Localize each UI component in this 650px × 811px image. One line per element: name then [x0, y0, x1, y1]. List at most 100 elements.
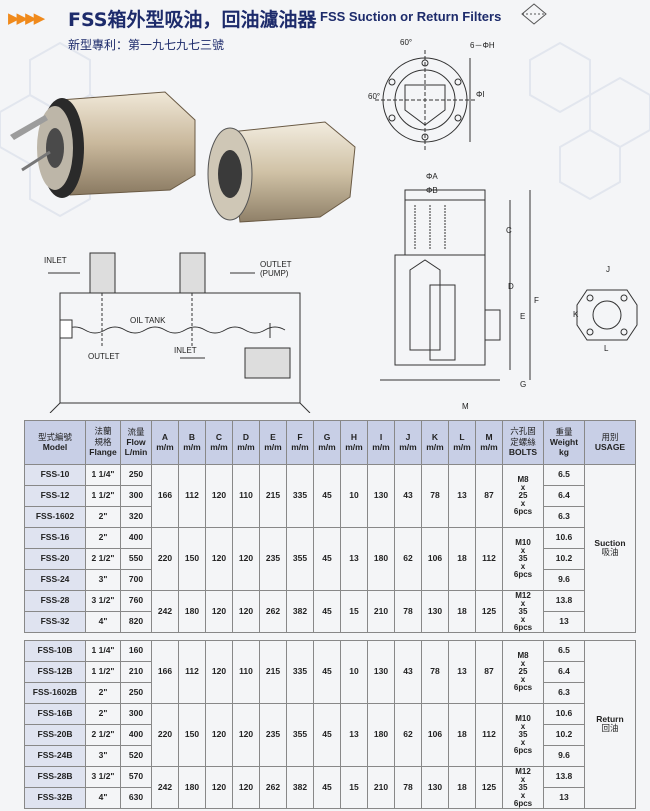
cell-model: FSS-1602 — [24, 506, 86, 528]
cell-dim-k: 106 — [421, 527, 449, 591]
bolt-spec-line: M10 — [515, 538, 531, 547]
cell-dim-a: 242 — [151, 766, 179, 809]
bolt-spec-line: 25 — [518, 491, 528, 500]
bolt-spec-line: x — [520, 738, 526, 747]
cell-dim-k: 78 — [421, 640, 449, 704]
cell-dim-j: 78 — [394, 590, 422, 633]
bolt-spec-line: 35 — [518, 606, 528, 616]
cell-dim-a: 242 — [151, 590, 179, 633]
filter-symbol-icon — [521, 3, 547, 25]
cell-dim-e: 235 — [259, 703, 287, 767]
bolt-spec-line: 6pcs — [513, 622, 533, 632]
cell-dim-a: 166 — [151, 640, 179, 704]
cell-flow: 700 — [120, 569, 152, 591]
cell-flow: 630 — [120, 787, 152, 809]
bolt-spec-line: x — [520, 499, 526, 508]
cell-dim-i: 180 — [367, 703, 395, 767]
cell-dim-h: 13 — [340, 527, 368, 591]
cell-flow: 520 — [120, 745, 152, 767]
bolt-spec-line: M8 — [517, 475, 529, 484]
cell-weight: 13.8 — [543, 766, 585, 788]
cell-flow: 250 — [120, 464, 152, 486]
cell-flow: 400 — [120, 527, 152, 549]
product-photo-filter-small — [207, 121, 356, 223]
cell-flow: 320 — [120, 506, 152, 528]
cell-dim-l: 18 — [448, 703, 476, 767]
cell-dim-a: 220 — [151, 703, 179, 767]
cell-dim-a: 166 — [151, 464, 179, 528]
dim-label-f: F — [534, 296, 539, 305]
dim-label-g: G — [520, 380, 527, 389]
dim-label-j: J — [606, 265, 610, 274]
cell-flow: 160 — [120, 640, 152, 662]
cell-flange: 2 1/2" — [85, 548, 121, 570]
patent-number: 新型專利：第一九七九七三號 — [68, 38, 225, 52]
cell-dim-i: 210 — [367, 766, 395, 809]
cell-dim-k: 130 — [421, 766, 449, 809]
cell-dim-j: 62 — [394, 703, 422, 767]
cell-dim-f: 335 — [286, 640, 314, 704]
cell-dim-h: 15 — [340, 766, 368, 809]
cell-model: FSS-16 — [24, 527, 86, 549]
cell-dim-e: 215 — [259, 464, 287, 528]
cell-model: FSS-20 — [24, 548, 86, 570]
flange-end-view-drawing — [576, 289, 638, 341]
section-view-drawing — [380, 189, 531, 381]
cell-dim-g: 45 — [313, 464, 341, 528]
dim-label-d: D — [508, 282, 514, 291]
label-outlet: OUTLET — [88, 352, 120, 361]
cell-flow: 300 — [120, 485, 152, 507]
cell-weight: 6.5 — [543, 464, 585, 486]
cell-dim-l: 13 — [448, 640, 476, 704]
cell-dim-f: 355 — [286, 703, 314, 767]
dim-label-6-phi-h: 6－ΦH — [470, 41, 495, 50]
cell-dim-a: 220 — [151, 527, 179, 591]
cell-dim-g: 45 — [313, 590, 341, 633]
dim-label-phi-b: ΦB — [426, 186, 438, 195]
title-english: FSS Suction or Return Filters — [320, 9, 502, 24]
cell-flange: 2" — [85, 527, 121, 549]
cell-dim-f: 382 — [286, 590, 314, 633]
bolt-spec-line: M12 — [515, 766, 531, 776]
cell-flange: 2" — [85, 506, 121, 528]
usage-english: Return — [596, 714, 624, 725]
cell-dim-g: 45 — [313, 527, 341, 591]
cell-dim-h: 13 — [340, 703, 368, 767]
cell-dim-m: 112 — [475, 527, 503, 591]
cell-dim-j: 62 — [394, 527, 422, 591]
bolt-spec-line: M8 — [517, 651, 529, 660]
bolt-spec-line: 6pcs — [513, 746, 533, 755]
cell-dim-k: 78 — [421, 464, 449, 528]
cell-dim-b: 150 — [178, 527, 206, 591]
bolt-spec-line: x — [520, 483, 526, 492]
bolt-spec-line: x — [520, 790, 526, 800]
cell-weight: 6.3 — [543, 506, 585, 528]
cell-dim-f: 335 — [286, 464, 314, 528]
cell-dim-h: 15 — [340, 590, 368, 633]
cell-flow: 250 — [120, 682, 152, 704]
bolt-spec-line: 35 — [518, 554, 528, 563]
bolt-spec-line: x — [520, 659, 526, 668]
cell-dim-g: 45 — [313, 640, 341, 704]
cell-flange: 3 1/2" — [85, 766, 121, 788]
cell-dim-l: 18 — [448, 766, 476, 809]
